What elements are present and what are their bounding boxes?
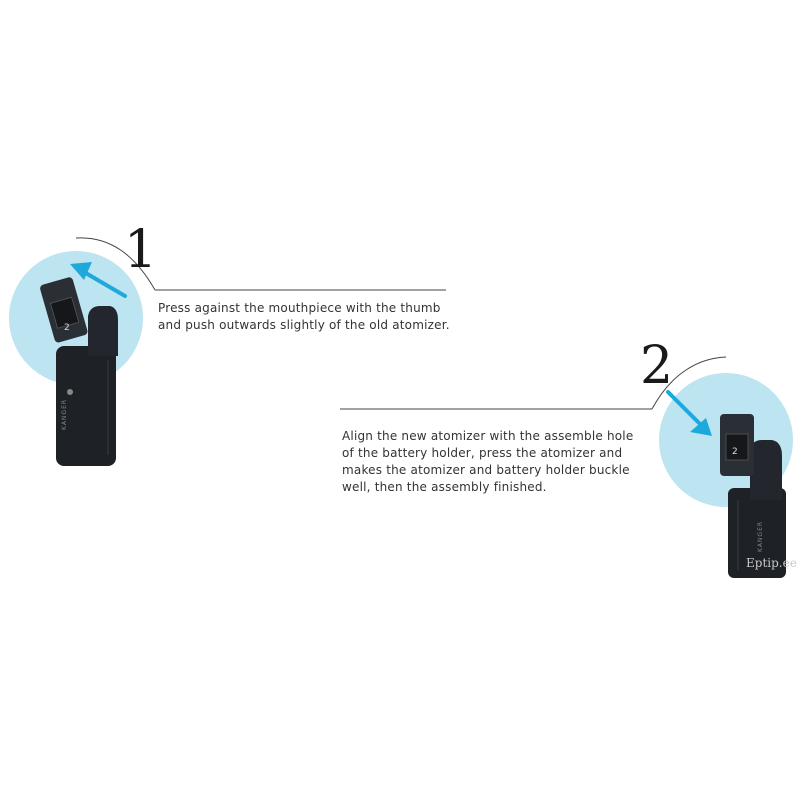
device2-battery-body xyxy=(728,488,786,578)
step2-line: makes the atomizer and battery holder bu… xyxy=(342,463,630,477)
watermark: Eptip.ee xyxy=(746,556,797,570)
step2-line: of the battery holder, press the atomize… xyxy=(342,446,623,460)
device-mouthpiece-back xyxy=(88,306,118,356)
step2-device xyxy=(720,414,786,578)
step1-line: Press against the mouthpiece with the th… xyxy=(158,301,441,315)
step1-number: 1 xyxy=(124,220,158,280)
pod-window xyxy=(49,296,80,329)
device2-mouthpiece-back xyxy=(750,440,782,500)
pod2-window xyxy=(725,433,749,461)
step2-instructions: Align the new atomizer with the assemble… xyxy=(342,428,633,496)
up-left-arrow-icon xyxy=(70,262,127,298)
step1-instructions: Press against the mouthpiece with the th… xyxy=(158,300,450,334)
step2-line: Align the new atomizer with the assemble… xyxy=(342,429,634,443)
step2-line: well, then the assembly finished. xyxy=(342,480,547,494)
step1-device xyxy=(40,277,118,466)
step2-callout-line xyxy=(651,356,727,410)
pod2-number-label: 2 xyxy=(732,447,738,457)
device2-brand-label: KANGER xyxy=(757,521,764,552)
pod-number-label: 2 xyxy=(64,323,70,333)
device-brand-label: KANGER xyxy=(61,399,68,430)
device-power-icon xyxy=(67,389,73,395)
device-battery-body xyxy=(56,346,116,466)
step2-number: 2 xyxy=(640,336,674,396)
step1-line: and push outwards slightly of the old at… xyxy=(158,318,450,332)
step1-callout-line xyxy=(75,237,156,291)
down-right-arrow-icon xyxy=(666,390,712,436)
